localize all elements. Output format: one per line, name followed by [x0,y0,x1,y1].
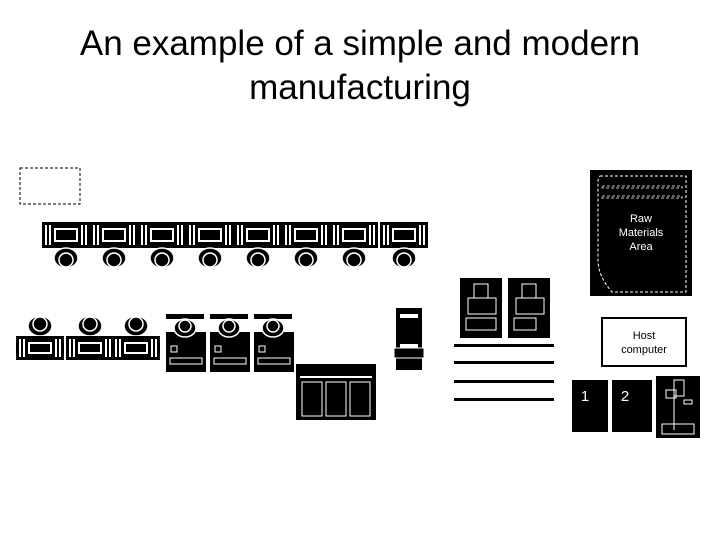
workstation-top-8 [379,221,429,269]
lower-workstation-row [15,315,161,361]
tall-locker [393,308,425,370]
machine-2-box [612,380,652,432]
raw-materials-line-1: Raw [629,213,652,225]
workstation-top-4 [185,221,235,269]
raw-materials-area [590,170,692,296]
workstation-top-2 [89,221,139,269]
machine-2-label: 2 [620,388,630,405]
host-computer-line-2: computer [621,344,667,356]
workstation-top-7 [329,221,379,269]
top-workstation-row [41,221,429,269]
dashed-placeholder-box [19,167,81,205]
workstation-low-1 [15,315,65,361]
workstation-low-2 [65,315,115,361]
host-computer-box [601,317,687,367]
raw-materials-line-3: Area [629,241,653,253]
slide-title: An example of a simple and modern manufa… [0,22,720,110]
raw-materials-line-2: Materials [618,227,664,239]
title-line-2: manufacturing [249,68,471,107]
machine-station-1 [165,313,207,373]
workstation-top-5 [233,221,283,269]
storage-cabinet [296,364,376,420]
machine-1-box [572,380,608,432]
machine-station-row [165,313,295,373]
host-computer-label: Host computer [604,329,684,357]
title-line-1: An example of a simple and modern [79,24,641,63]
machine-station-2 [209,313,251,373]
raw-materials-label: Raw Materials Area [608,212,674,254]
cnc-machine-pair [460,278,550,338]
machine-station-3 [253,313,295,373]
host-computer-line-1: Host [632,330,656,342]
workstation-low-3 [111,315,161,361]
conveyor-lines [454,344,554,401]
workstation-top-6 [281,221,331,269]
workstation-top-1 [41,221,91,269]
robot-arm-machine [656,376,700,438]
workstation-top-3 [137,221,187,269]
machine-1-label: 1 [580,388,590,405]
